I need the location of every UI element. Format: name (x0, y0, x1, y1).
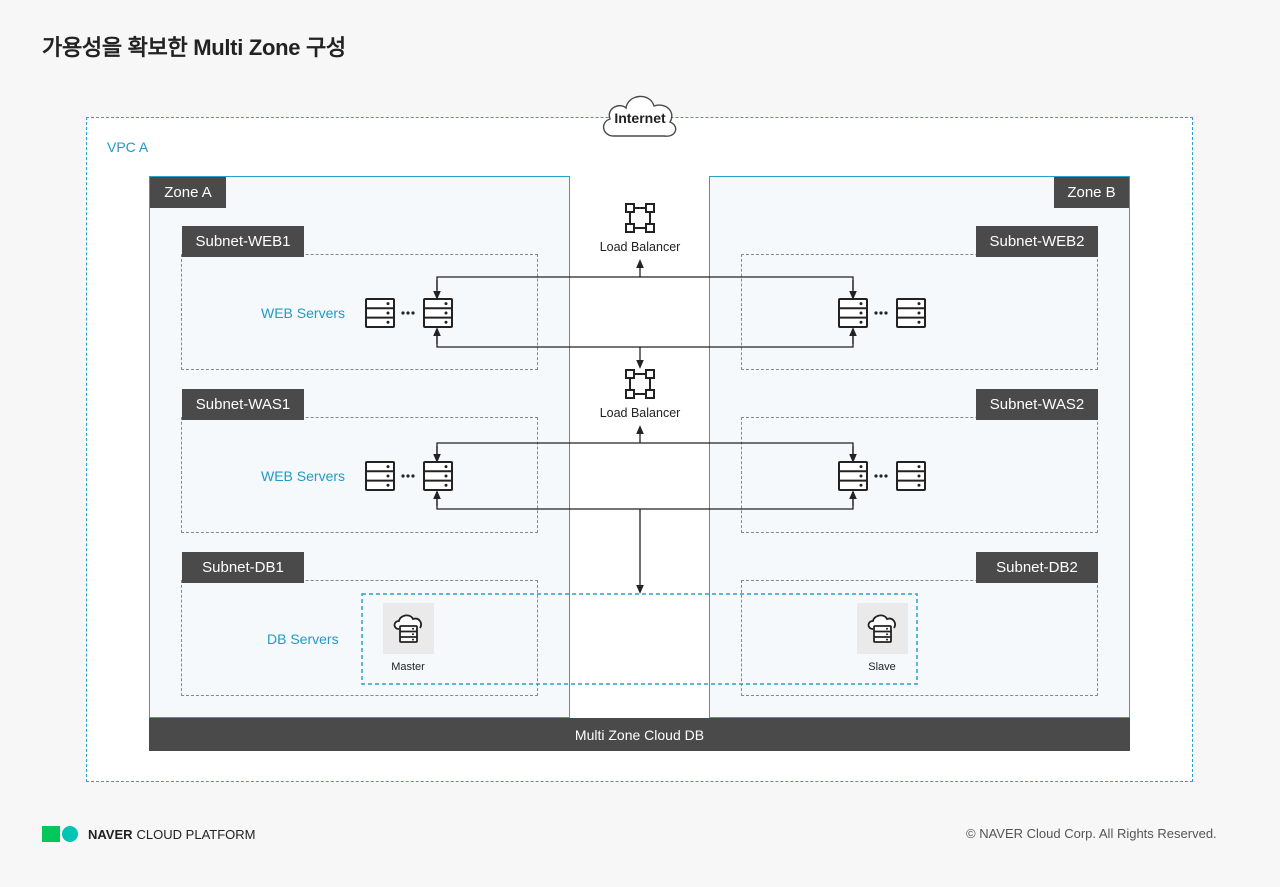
ellipsis-icon (874, 474, 888, 478)
zone-b-label: Zone B (1054, 177, 1129, 208)
subnet-web1 (181, 254, 538, 370)
web-servers-label: WEB Servers (261, 305, 346, 321)
internet-label: Internet (614, 110, 666, 126)
server-icon (838, 298, 868, 328)
internet-cloud (596, 86, 680, 146)
subnet-web2-label: Subnet-WEB2 (976, 226, 1098, 257)
load-balancer-1-label: Load Balancer (599, 240, 681, 254)
subnet-was1 (181, 417, 538, 533)
subnet-was2-label: Subnet-WAS2 (976, 389, 1098, 420)
multi-zone-cloud-db-bar: Multi Zone Cloud DB (149, 718, 1130, 751)
copyright: © NAVER Cloud Corp. All Rights Reserved. (966, 826, 1217, 841)
vpc-label: VPC A (107, 139, 149, 155)
server-icon (423, 461, 453, 491)
brand-name-rest: CLOUD PLATFORM (136, 826, 256, 842)
subnet-web2 (741, 254, 1098, 370)
brand-name-bold: NAVER (88, 826, 133, 842)
cloud-icon (603, 95, 677, 137)
load-balancer-2-label: Load Balancer (599, 406, 681, 420)
server-icon (896, 298, 926, 328)
zone-a-label: Zone A (150, 177, 226, 208)
server-icon (838, 461, 868, 491)
load-balancer-icon (625, 369, 655, 399)
was-servers-label: WEB Servers (261, 468, 346, 484)
cloud-db-icon (867, 614, 896, 643)
server-icon (365, 298, 395, 328)
page-title: 가용성을 확보한 Multi Zone 구성 (42, 35, 346, 60)
server-icon (365, 461, 395, 491)
ellipsis-icon (874, 311, 888, 315)
brand-logo: NAVER CLOUD PLATFORM (42, 826, 255, 842)
cloud-db-icon (393, 614, 422, 643)
ellipsis-icon (401, 311, 415, 315)
subnet-was2 (741, 417, 1098, 533)
subnet-db2-label: Subnet-DB2 (976, 552, 1098, 583)
subnet-db2 (741, 580, 1098, 696)
ellipsis-icon (401, 474, 415, 478)
subnet-db1 (181, 580, 538, 696)
subnet-db1-label: Subnet-DB1 (182, 552, 304, 583)
master-label: Master (391, 661, 425, 673)
server-icon (896, 461, 926, 491)
load-balancer-icon (625, 203, 655, 233)
subnet-was1-label: Subnet-WAS1 (182, 389, 304, 420)
db-servers-label: DB Servers (267, 631, 339, 647)
zone-b (709, 176, 1130, 718)
zone-a (149, 176, 570, 718)
subnet-web1-label: Subnet-WEB1 (182, 226, 304, 257)
brand-mark-icon (42, 826, 78, 842)
slave-label: Slave (868, 661, 896, 673)
server-icon (423, 298, 453, 328)
